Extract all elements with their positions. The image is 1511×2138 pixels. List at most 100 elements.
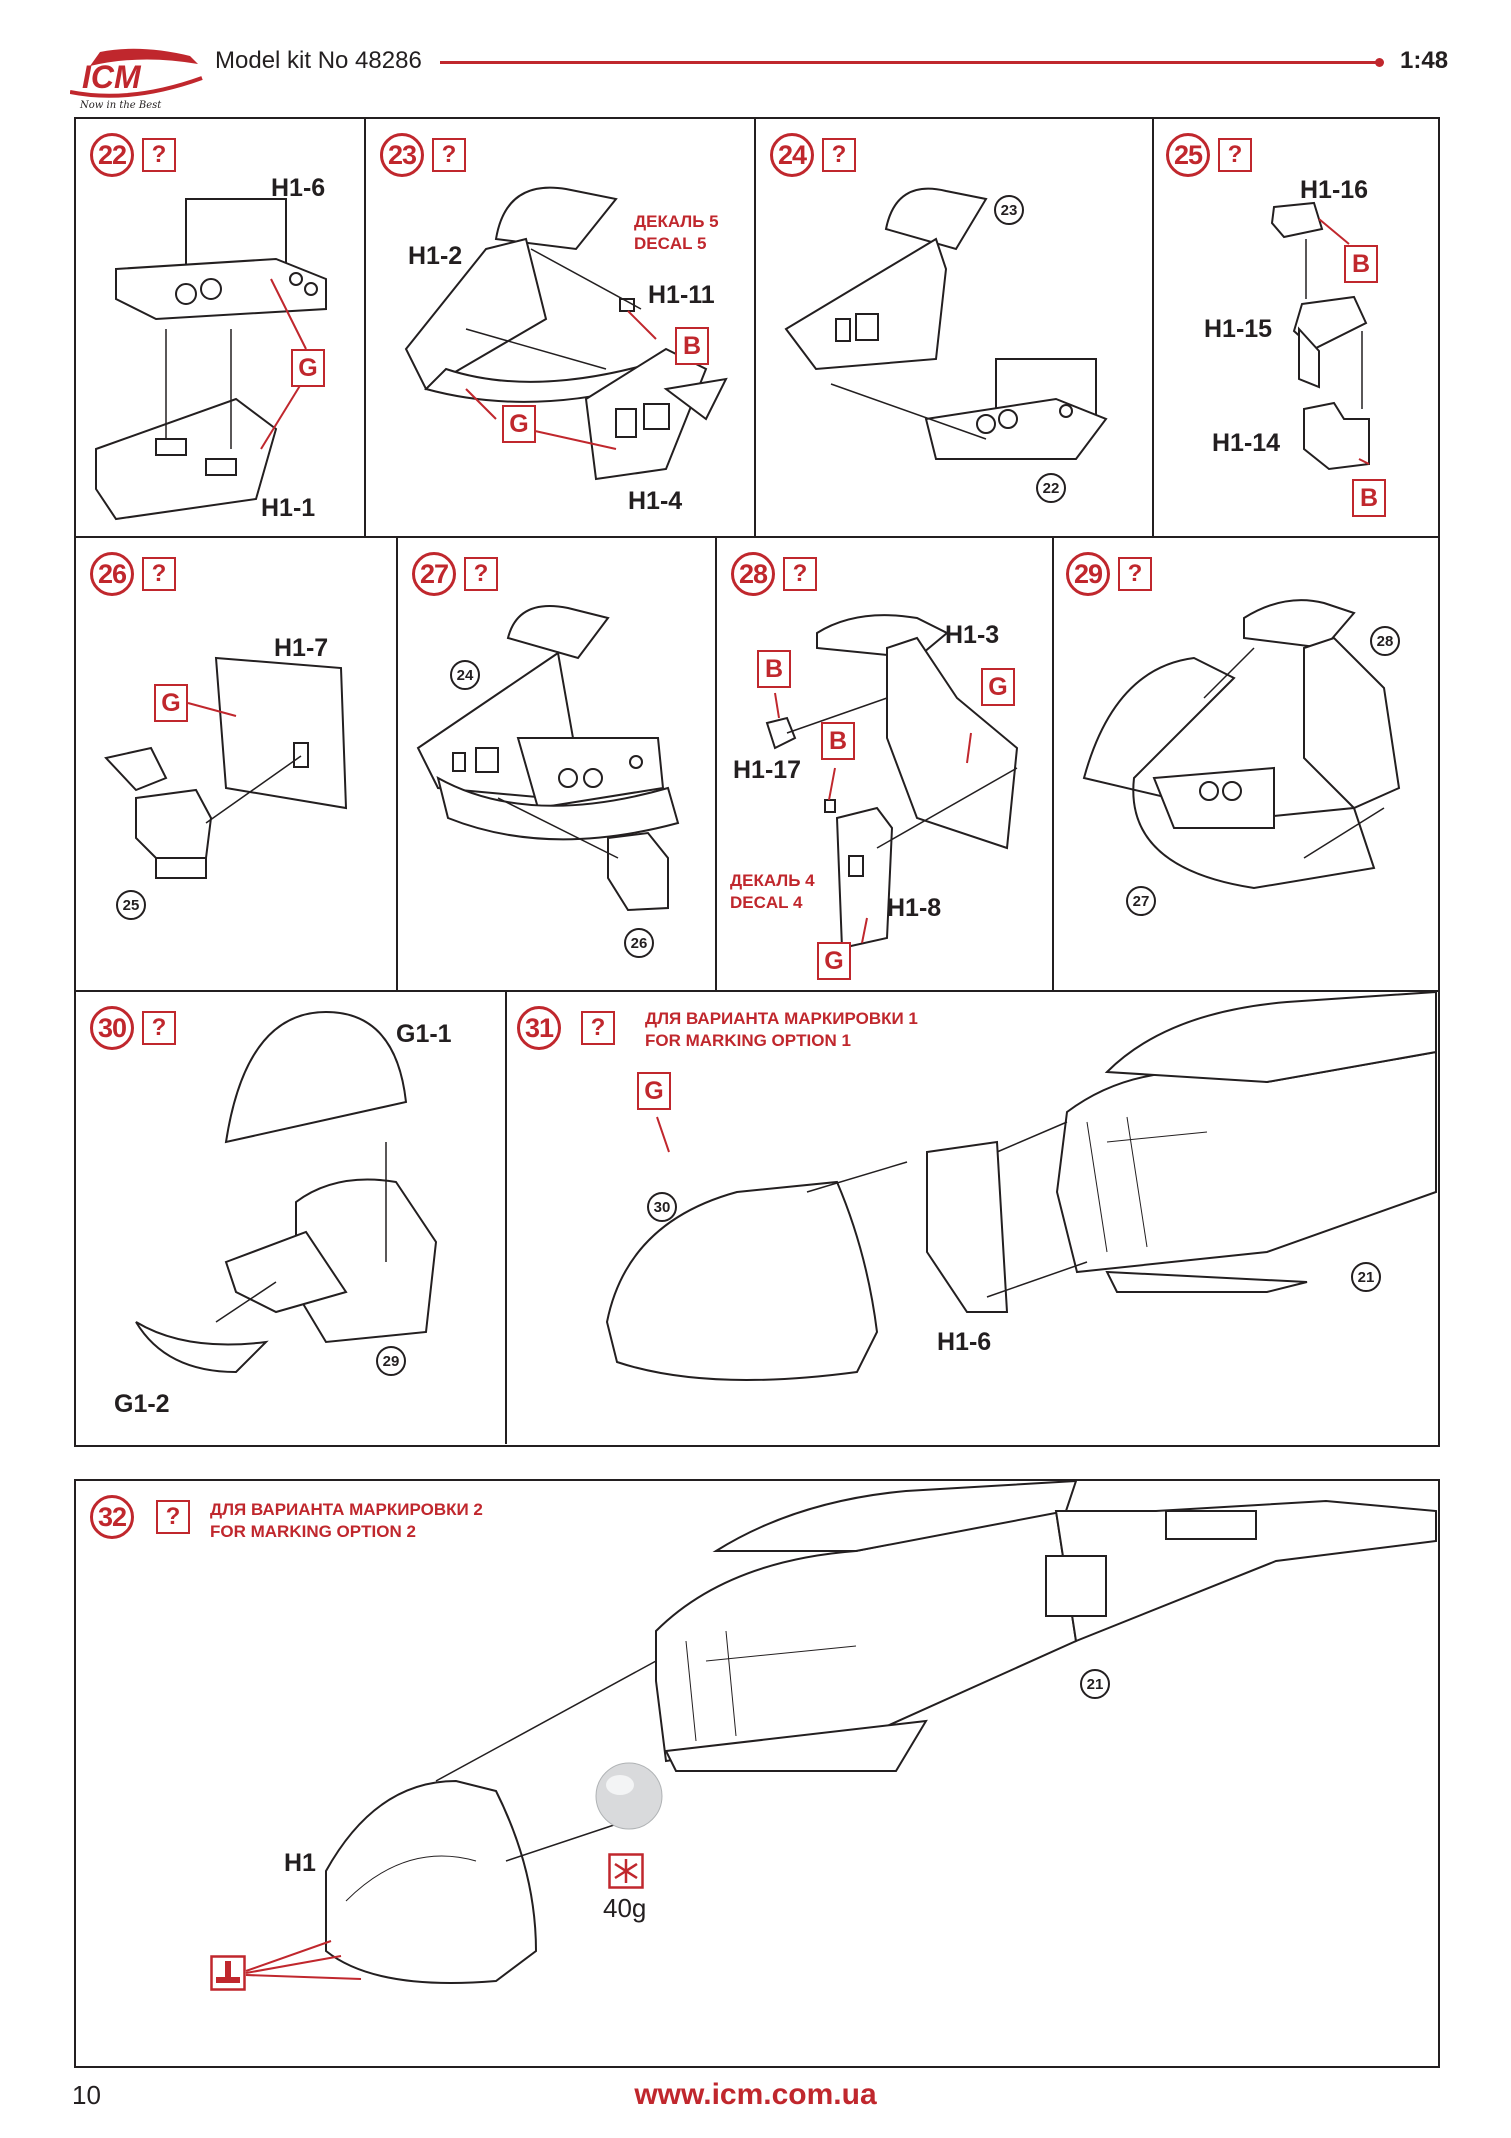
col-divider: [396, 536, 398, 991]
step-28-illustration: [765, 614, 1019, 950]
part-label: H1-14: [1212, 429, 1281, 457]
step-26: 26 ? H1-7 G 25: [76, 538, 396, 990]
step-number: 31: [517, 1006, 561, 1050]
step-number: 28: [731, 552, 775, 596]
color-code: G: [981, 668, 1015, 706]
step-reference: 25: [116, 890, 146, 920]
step-badge: 28 ?: [731, 552, 817, 596]
step-number: 32: [90, 1495, 134, 1539]
step-badge: 23 ?: [380, 133, 466, 177]
weight-label: 40g: [603, 1893, 647, 1923]
step-26-illustration: [104, 656, 348, 879]
color-code: G: [502, 405, 536, 443]
part-label: H1-1: [261, 494, 316, 522]
step-badge: 27 ?: [412, 552, 498, 596]
svg-text:ICM: ICM: [82, 59, 142, 95]
step-reference: 23: [994, 195, 1024, 225]
step-30: 30 ? G1-1 G1-2 29: [76, 992, 505, 1442]
step-number: 22: [90, 133, 134, 177]
col-divider: [715, 536, 717, 991]
part-label: H1-2: [408, 242, 463, 270]
step-25: 25 ? H1-16 H1-15 H1-14 B B: [1154, 119, 1436, 536]
row-divider: [74, 990, 1438, 992]
step-reference: 29: [376, 1346, 406, 1376]
step-27: 27 ? 24 26: [398, 538, 715, 990]
help-icon: ?: [142, 138, 176, 172]
help-icon: ?: [142, 557, 176, 591]
step-badge: 22 ?: [90, 133, 176, 177]
part-label: H1-6: [937, 1328, 992, 1356]
help-icon: ?: [1118, 557, 1152, 591]
step-31-illustration: [605, 990, 1437, 1381]
col-divider: [1052, 536, 1054, 991]
step-number: 27: [412, 552, 456, 596]
col-divider: [754, 117, 756, 537]
scale-label: 1:48: [1400, 47, 1449, 74]
color-code: B: [757, 650, 791, 688]
svg-text:Now in the Best: Now in the Best: [79, 100, 162, 111]
step-badge: 25 ?: [1166, 133, 1252, 177]
row-divider: [74, 536, 1438, 538]
step-number: 26: [90, 552, 134, 596]
step-badge: 31 ?: [517, 1006, 615, 1050]
color-code: B: [675, 327, 709, 365]
page-number: 10: [72, 2080, 101, 2110]
color-code: B: [1352, 479, 1386, 517]
step-32-frame: [74, 1479, 1440, 2068]
drill-hole-icon: [210, 1955, 246, 1991]
col-divider: [505, 990, 507, 1444]
help-icon: ?: [432, 138, 466, 172]
step-number: 30: [90, 1006, 134, 1050]
glue-asterisk-icon: [608, 1853, 644, 1889]
part-label: H1-8: [887, 894, 942, 922]
step-23-illustration: [404, 186, 728, 481]
part-label: G1-1: [396, 1020, 452, 1048]
help-icon: ?: [464, 557, 498, 591]
step-reference: 21: [1080, 1669, 1110, 1699]
part-label: H1: [284, 1849, 316, 1877]
step-number: 25: [1166, 133, 1210, 177]
part-label: H1-7: [274, 634, 329, 662]
part-label: H1-15: [1204, 315, 1273, 343]
step-29-illustration: [1082, 599, 1401, 890]
step-32-illustration: [245, 1479, 1437, 1984]
step-22: 22 ? H1-6 H1-1 G: [76, 119, 364, 536]
step-badge: 24 ?: [770, 133, 856, 177]
part-label: H1-4: [628, 487, 683, 515]
step-reference: 28: [1370, 626, 1400, 656]
color-code: G: [154, 684, 188, 722]
help-icon: ?: [581, 1011, 615, 1045]
part-label: H1-3: [945, 621, 1000, 649]
help-icon: ?: [783, 557, 817, 591]
part-label: H1-16: [1300, 176, 1369, 204]
step-reference: 30: [647, 1192, 677, 1222]
help-icon: ?: [822, 138, 856, 172]
step-number: 29: [1066, 552, 1110, 596]
color-code: B: [821, 722, 855, 760]
step-30-illustration: [135, 1010, 438, 1374]
part-label: H1-6: [271, 174, 326, 202]
col-divider: [364, 117, 366, 537]
step-27-illustration: [416, 605, 680, 912]
step-badge: 29 ?: [1066, 552, 1152, 596]
kit-number: Model kit No 48286: [215, 47, 422, 74]
step-reference: 24: [450, 660, 480, 690]
icm-logo: ICM Now in the Best: [70, 48, 203, 111]
step-badge: 32 ?: [90, 1495, 190, 1539]
website-link[interactable]: www.icm.com.ua: [634, 2078, 877, 2111]
step-22-illustration: [95, 198, 327, 521]
color-code: G: [291, 349, 325, 387]
header-rule: [440, 58, 1384, 67]
col-divider: [1152, 117, 1154, 537]
color-code: G: [817, 942, 851, 980]
step-badge: 26 ?: [90, 552, 176, 596]
step-25-illustration: [1270, 201, 1370, 471]
step-number: 23: [380, 133, 424, 177]
